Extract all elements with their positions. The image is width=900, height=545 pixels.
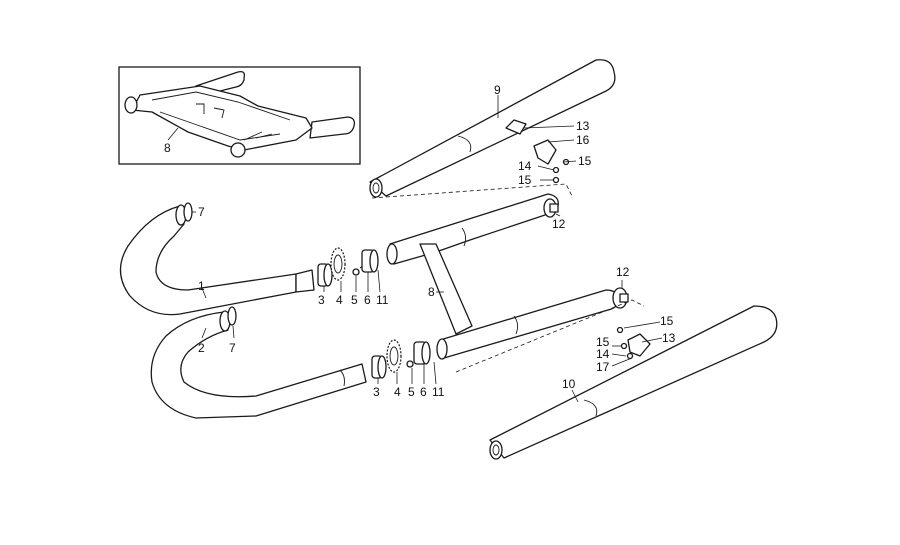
callout-12-upper: 12	[552, 217, 566, 231]
callout-4-upper: 4	[336, 293, 343, 307]
bracket-assembly-upper: 13 16 14 15 15	[505, 119, 592, 187]
callout-7-lower: 7	[229, 341, 236, 355]
callout-10: 10	[562, 377, 576, 391]
callout-14-upper: 14	[518, 159, 532, 173]
muffler-clamp-upper: 12	[543, 198, 566, 231]
callout-9: 9	[494, 83, 501, 97]
alignment-line-upper	[371, 183, 573, 199]
callout-13-lower: 13	[662, 331, 676, 345]
fitting-stack-lower: 3 4 5 6 11	[371, 339, 445, 399]
callout-16: 16	[576, 133, 590, 147]
muffler-clamp-lower: 12	[612, 265, 630, 309]
muffler-upper: 9	[369, 59, 616, 198]
callout-15-lower-right: 15	[660, 314, 674, 328]
callout-4-lower: 4	[394, 385, 401, 399]
muffler-lower: 10	[489, 305, 778, 460]
callout-14-lower: 14	[596, 347, 610, 361]
callout-3-upper: 3	[318, 293, 325, 307]
callout-6-lower: 6	[420, 385, 427, 399]
callout-3-lower: 3	[373, 385, 380, 399]
header-pipe-upper: 1	[119, 204, 315, 316]
gasket-upper: 7	[183, 202, 205, 222]
header-pipe-lower: 2	[150, 310, 367, 419]
callout-6-upper: 6	[364, 293, 371, 307]
inset-panel: 8	[118, 66, 361, 165]
callout-15-lower-left: 15	[596, 335, 610, 349]
callout-7-upper: 7	[198, 205, 205, 219]
callout-1: 1	[198, 279, 205, 293]
crossover-pipe: 8	[386, 193, 619, 360]
callout-2: 2	[198, 341, 205, 355]
callout-5-upper: 5	[351, 293, 358, 307]
gasket-lower: 7	[227, 306, 237, 355]
callout-11-upper: 11	[376, 293, 389, 307]
fitting-stack-upper: 3 4 5 6 11	[317, 247, 389, 307]
callout-8-inset: 8	[164, 141, 171, 155]
callout-5-lower: 5	[408, 385, 415, 399]
callout-12-lower: 12	[616, 265, 630, 279]
bracket-assembly-lower: 15 13 15 14 17	[596, 314, 676, 374]
callout-8-main: 8	[428, 285, 435, 299]
alignment-line-lower	[455, 299, 645, 373]
inset-crossover-drawing	[124, 70, 356, 158]
callout-13-upper: 13	[576, 119, 590, 133]
callout-15-upper-right: 15	[578, 154, 592, 168]
callout-15-upper-left: 15	[518, 173, 532, 187]
callout-17: 17	[596, 360, 610, 374]
callout-11-lower: 11	[432, 385, 445, 399]
